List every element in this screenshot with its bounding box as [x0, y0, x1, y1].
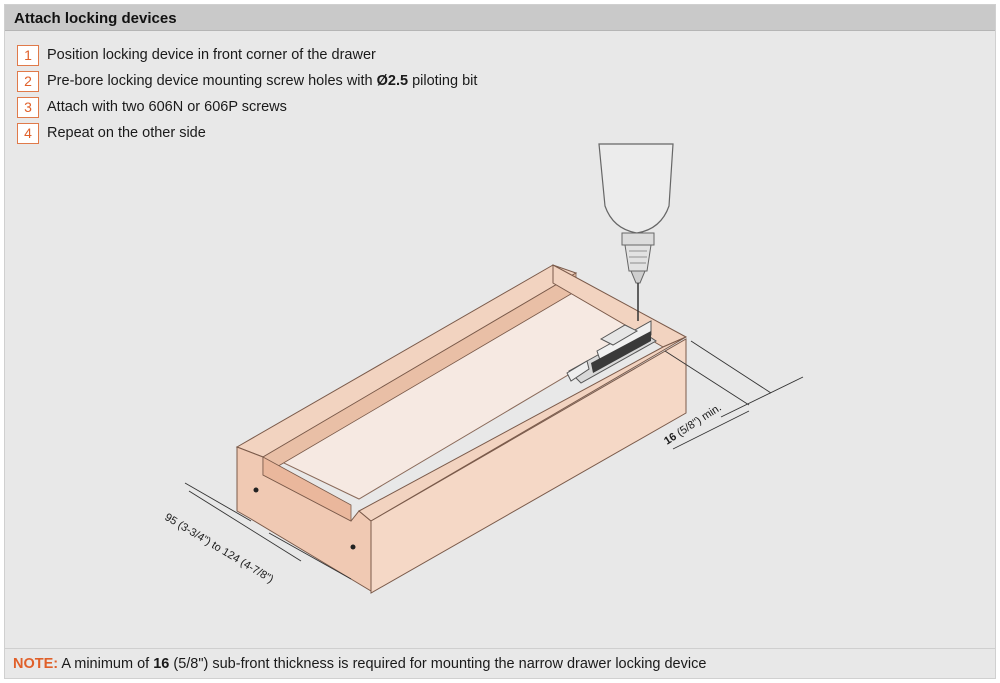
step-text: Repeat on the other side — [47, 125, 206, 141]
note-text-part: A minimum of — [58, 656, 154, 672]
note-label: NOTE: — [13, 656, 59, 672]
step-text-part: Pre-bore locking device mounting screw h… — [47, 73, 377, 89]
step-1: 1 Position locking device in front corne… — [17, 42, 477, 68]
drawer-notch — [262, 456, 352, 522]
thickness-dimension — [664, 340, 804, 450]
step-number: 1 — [17, 44, 39, 66]
step-text-part: piloting bit — [408, 73, 478, 89]
steps-list: 1 Position locking device in front corne… — [17, 42, 477, 146]
screw-hole — [350, 544, 356, 550]
step-text: Attach with two 606N or 606P screws — [47, 99, 287, 115]
drawer-front-top — [358, 336, 687, 522]
step-2: 2 Pre-bore locking device mounting screw… — [17, 68, 477, 94]
step-text: Position locking device in front corner … — [47, 47, 376, 63]
step-4: 4 Repeat on the other side — [17, 120, 477, 146]
drill-icon — [598, 143, 674, 321]
step-number: 2 — [17, 70, 39, 92]
step-text: Pre-bore locking device mounting screw h… — [47, 73, 477, 89]
note-thickness: 16 — [153, 656, 170, 672]
step-number: 4 — [17, 122, 39, 144]
step-3: 3 Attach with two 606N or 606P screws — [17, 94, 477, 120]
width-dimension — [184, 482, 352, 580]
instruction-panel: Attach locking devices 1 Position lockin… — [4, 4, 996, 679]
locking-device — [566, 320, 657, 384]
section-header: Attach locking devices — [5, 5, 995, 31]
drawer-front-face — [370, 338, 687, 594]
bit-size: Ø2.5 — [376, 73, 409, 89]
note-text: NOTE: A minimum of 16 (5/8") sub-front t… — [13, 656, 706, 672]
note-text-part: (5/8") sub-front thickness is required f… — [169, 656, 707, 672]
section-title: Attach locking devices — [14, 10, 177, 27]
screw-hole — [253, 487, 259, 493]
note-footer: NOTE: A minimum of 16 (5/8") sub-front t… — [5, 648, 995, 678]
thickness-value: 16 — [662, 431, 679, 448]
step-number: 3 — [17, 96, 39, 118]
drawer-illustration: 95 (3-3/4") to 124 (4-7/8") 16 (5/8") mi… — [162, 143, 804, 594]
